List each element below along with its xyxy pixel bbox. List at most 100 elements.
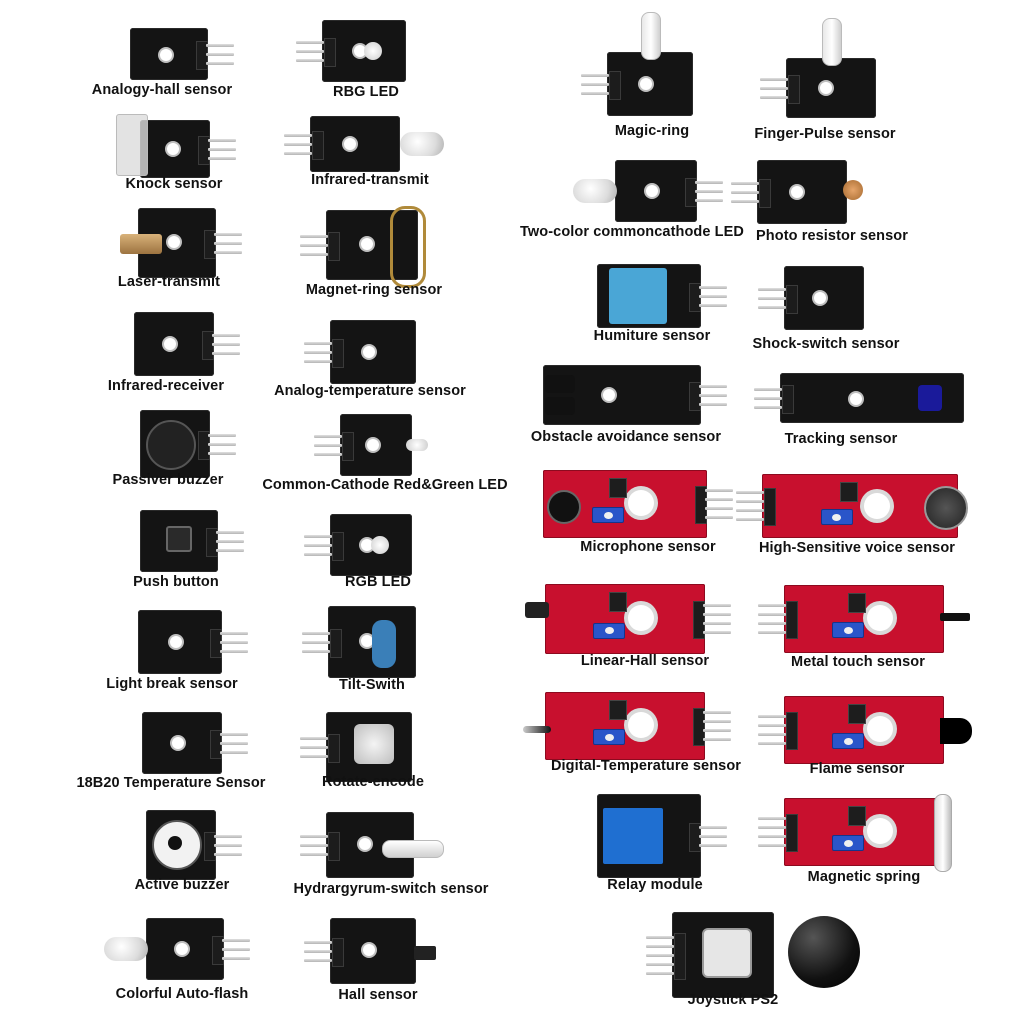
header-pin (731, 181, 759, 185)
pin-header (328, 831, 340, 861)
mounting-hole (639, 77, 652, 90)
header-pin (705, 489, 733, 492)
mounting-hole (360, 238, 373, 250)
comparator-chip (848, 704, 866, 725)
pin-header (342, 431, 354, 461)
pin-row (304, 534, 332, 556)
pin-row (703, 604, 731, 634)
header-pin (206, 43, 234, 47)
header-pin (581, 73, 609, 77)
pin-row (754, 387, 782, 409)
header-pin (646, 935, 674, 939)
photoresistor (843, 180, 863, 200)
ir-flame-led (940, 718, 972, 744)
pin-row (300, 834, 328, 856)
mounting-hole (603, 389, 616, 401)
module-label: Analog-temperature sensor (274, 383, 466, 399)
hall-element (525, 602, 549, 618)
joystick-base (702, 928, 752, 978)
header-pin (304, 543, 332, 547)
header-pin (646, 953, 674, 957)
glass-bulb (641, 12, 662, 60)
hall-element (414, 946, 436, 960)
header-pin (699, 285, 727, 289)
header-pin (296, 58, 324, 62)
module-label: Hydrargyrum-switch sensor (293, 881, 489, 897)
header-pin (699, 825, 727, 829)
microphone (924, 486, 968, 530)
header-pin (300, 834, 328, 838)
header-pin (220, 741, 248, 745)
mounting-hole (820, 82, 833, 94)
module-label: Hall sensor (338, 987, 418, 1003)
mounting-hole (867, 818, 894, 845)
pin-row (758, 817, 786, 847)
header-pin (304, 341, 332, 345)
laser-head (120, 234, 162, 254)
header-pin (208, 442, 236, 446)
header-pin (222, 938, 250, 942)
module-label: Obstacle avoidance sensor (530, 429, 722, 445)
header-pin (300, 745, 328, 749)
module-label: Magnetic spring (807, 869, 921, 885)
module-label: Photo resistor sensor (756, 228, 908, 244)
header-pin (304, 958, 332, 962)
header-pin (300, 754, 328, 758)
header-pin (304, 940, 332, 944)
header-pin (758, 844, 786, 847)
header-pin (284, 151, 312, 155)
potentiometer (592, 507, 625, 524)
header-pin (758, 733, 786, 736)
mercury-tube (382, 840, 444, 858)
header-pin (304, 359, 332, 363)
pin-header (609, 70, 621, 100)
header-pin (695, 198, 723, 202)
pin-row (699, 825, 727, 847)
header-pin (300, 243, 328, 247)
pin-header (693, 708, 705, 746)
touch-probe (940, 613, 970, 621)
header-pin (760, 77, 788, 81)
module-label: Tilt-Swith (339, 677, 405, 693)
mounting-hole (353, 44, 366, 57)
header-pin (220, 732, 248, 736)
module-label: 18B20 Temperature Sensor (76, 775, 266, 791)
module-label: RGB LED (345, 574, 411, 590)
header-pin (284, 142, 312, 146)
header-pin (703, 622, 731, 625)
module-label: Digital-Temperature sensor (550, 758, 742, 774)
header-pin (296, 49, 324, 53)
header-pin (222, 947, 250, 951)
header-pin (216, 539, 244, 543)
potentiometer (832, 622, 864, 639)
header-pin (758, 622, 786, 625)
pin-header (695, 486, 707, 524)
header-pin (703, 613, 731, 616)
mounting-hole (863, 493, 890, 520)
pin-row (220, 631, 248, 653)
pin-row (302, 631, 330, 653)
header-pin (699, 393, 727, 397)
module-label: Passiver buzzer (112, 472, 224, 488)
mounting-hole (849, 393, 862, 405)
pin-header (332, 937, 344, 967)
module-label: Knock sensor (125, 176, 223, 192)
module-label: Shock-switch sensor (752, 336, 900, 352)
potentiometer (593, 729, 625, 746)
header-pin (758, 287, 786, 291)
header-pin (760, 86, 788, 90)
mounting-hole (367, 438, 380, 451)
header-pin (758, 826, 786, 829)
header-pin (304, 350, 332, 354)
header-pin (314, 434, 342, 438)
reed-switch (934, 794, 952, 872)
header-pin (699, 843, 727, 847)
header-pin (699, 384, 727, 388)
temp-probe (523, 726, 551, 733)
header-pin (302, 649, 330, 653)
header-pin (304, 552, 332, 556)
pin-row (760, 77, 788, 99)
module-label: Push button (133, 574, 219, 590)
mounting-hole (628, 712, 655, 739)
header-pin (705, 516, 733, 519)
